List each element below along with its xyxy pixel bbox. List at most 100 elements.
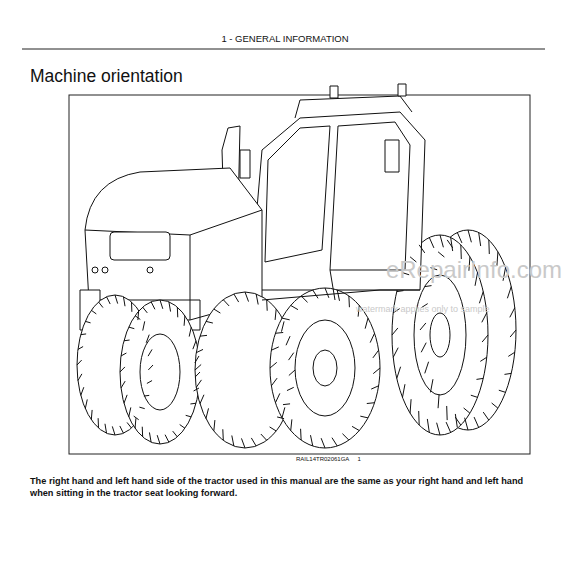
tire-tread xyxy=(410,399,411,413)
tire-tread xyxy=(504,373,511,374)
tire-tread xyxy=(196,380,201,387)
tire-tread xyxy=(476,378,483,379)
tire-tread xyxy=(251,438,256,446)
tire-tread xyxy=(471,395,478,397)
tire-tread xyxy=(81,387,84,395)
tire-tread xyxy=(492,403,498,408)
tire-tread xyxy=(275,393,279,402)
tire-tread xyxy=(418,411,419,425)
tire-tread xyxy=(78,374,82,381)
tire-tread xyxy=(419,245,425,253)
tire-tread xyxy=(245,292,249,302)
tire-tread xyxy=(482,335,488,342)
tire-tread xyxy=(440,235,443,247)
tire-tread xyxy=(373,368,380,374)
watermark: eRepairInfo.com xyxy=(386,256,562,284)
tire-tread xyxy=(397,367,401,379)
tire-tread xyxy=(271,347,278,350)
tire-tread xyxy=(142,427,143,437)
tire-tread xyxy=(402,384,405,397)
tire-tread xyxy=(427,419,429,433)
tire-tread xyxy=(160,300,163,309)
tire-tread xyxy=(135,316,140,320)
tire-tread xyxy=(270,362,277,368)
tire-tread xyxy=(310,435,312,446)
tire-tread xyxy=(91,410,93,420)
tire-tread xyxy=(510,308,515,318)
tire-tread xyxy=(146,335,149,343)
tire-tread xyxy=(468,230,471,242)
rear-hub xyxy=(430,313,450,357)
tire-tread xyxy=(151,302,155,309)
tire-tread xyxy=(169,302,171,312)
tire-tread xyxy=(139,407,144,409)
tire-tread xyxy=(120,367,125,372)
tire-tread xyxy=(124,395,127,403)
tire-tread xyxy=(397,291,404,292)
cab-window xyxy=(265,126,330,262)
tire-tread xyxy=(196,349,203,352)
tire-tread xyxy=(282,407,285,418)
tire-tread xyxy=(194,388,199,391)
tire-tread xyxy=(281,321,284,331)
tire-tread xyxy=(148,349,152,356)
tire-tread xyxy=(367,402,375,404)
tire-tread xyxy=(430,379,433,392)
tire-tread xyxy=(266,300,268,311)
tire-tread xyxy=(277,417,284,419)
beacon xyxy=(398,84,406,96)
tire-tread xyxy=(214,420,215,431)
tire-tread xyxy=(234,294,239,302)
mirror xyxy=(240,150,250,178)
grille xyxy=(110,232,170,260)
figure-caption: The right hand and left hand side of the… xyxy=(30,475,542,500)
tire-tread xyxy=(479,292,483,304)
tire-tread xyxy=(370,333,374,342)
tire-tread xyxy=(300,429,302,440)
tire-tread xyxy=(261,434,267,440)
tire-tread xyxy=(165,435,169,442)
tire-tread xyxy=(121,381,125,388)
tire-tread xyxy=(127,422,131,428)
tire-tread xyxy=(348,296,350,307)
tire-tread xyxy=(291,419,292,430)
tire-tread xyxy=(256,294,258,305)
tire-tread xyxy=(510,330,516,337)
tire-tread xyxy=(121,353,126,356)
tire-tread xyxy=(438,394,439,408)
tire-tread xyxy=(241,438,245,448)
tire-tread xyxy=(483,412,489,420)
tire-tread xyxy=(437,423,440,435)
tire-tread xyxy=(112,426,115,435)
section-title: Machine orientation xyxy=(30,66,183,87)
tire-tread xyxy=(421,343,426,353)
tire-tread xyxy=(184,316,186,326)
tire-tread xyxy=(107,297,111,304)
rear-rim xyxy=(414,275,466,395)
dual-rim xyxy=(295,320,355,416)
tire-tread xyxy=(482,313,487,323)
tire-tread xyxy=(99,302,103,308)
tire-tread xyxy=(325,288,329,298)
tire-tread xyxy=(131,302,132,312)
tire-tread xyxy=(446,406,447,420)
tire-tread xyxy=(115,295,118,304)
tire-tread xyxy=(373,350,379,358)
watermark-note: watermark applies only to sample xyxy=(356,304,490,314)
dual-hub xyxy=(313,350,337,386)
tire-tread xyxy=(81,333,86,335)
tire-tread xyxy=(148,365,153,370)
tire-tread xyxy=(283,403,290,405)
header-rule xyxy=(22,49,545,50)
tire-tread xyxy=(180,425,185,429)
tire-tread xyxy=(332,438,337,446)
cab-window xyxy=(330,122,410,270)
tire-tread xyxy=(144,395,149,397)
tire-tread xyxy=(173,431,178,437)
tire-tread xyxy=(206,321,213,323)
tire-tread xyxy=(365,318,368,329)
tire-tread xyxy=(85,399,87,408)
front-rim xyxy=(140,334,180,410)
cab-roof xyxy=(295,96,412,118)
tire-tread xyxy=(289,353,294,360)
